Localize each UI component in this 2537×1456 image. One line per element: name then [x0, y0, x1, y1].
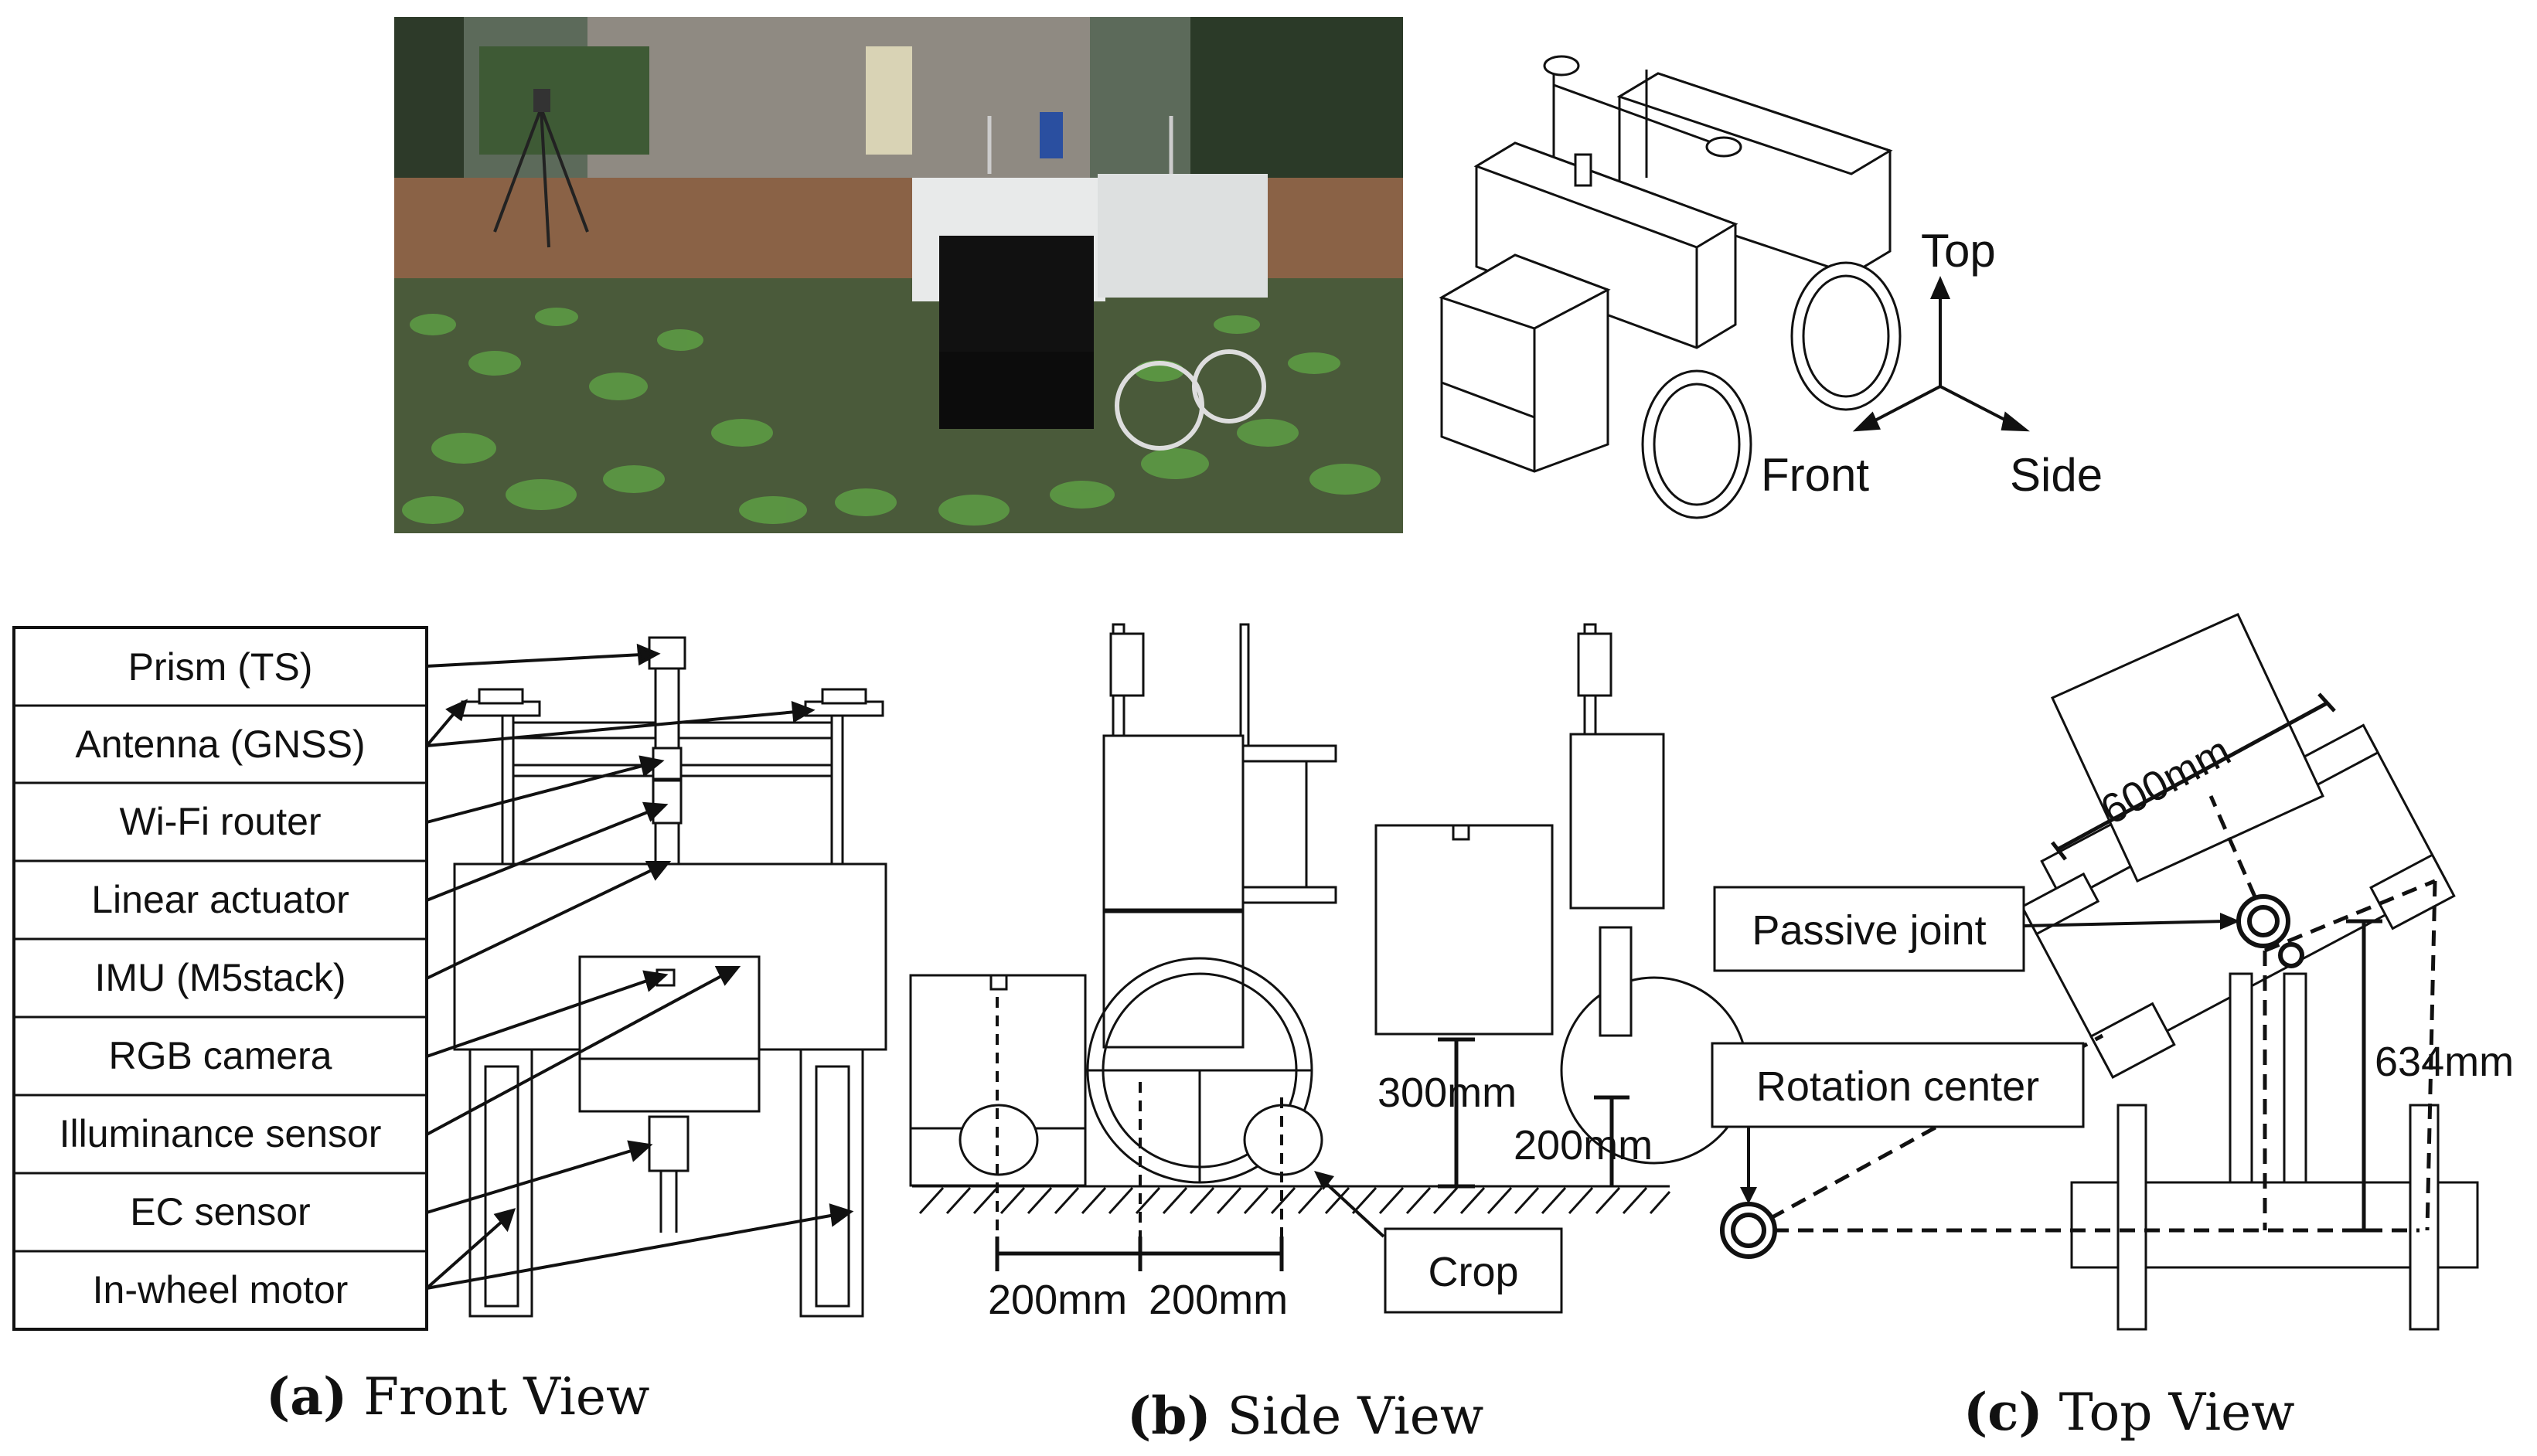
top-view-drawing [2020, 613, 2479, 1331]
caption-c: (c) Top View [1963, 1382, 2295, 1442]
dim-200-right: 200mm [1149, 1277, 1288, 1323]
passive-joint-callout: Passive joint [1713, 886, 2240, 972]
caption-a-letter: (a) [266, 1366, 347, 1427]
side-view-ground [912, 1185, 1671, 1215]
caption-b-letter: (b) [1127, 1386, 1211, 1446]
front-view-drawing [453, 636, 887, 1318]
field-photo [394, 17, 1403, 533]
rotation-center-label: Rotation center [1756, 1063, 2039, 1110]
caption-a: (a) Front View [266, 1366, 649, 1427]
label-linear-actuator: Linear actuator [91, 878, 349, 921]
label-prism: Prism (TS) [128, 645, 313, 689]
rotation-center-icon [1720, 1202, 1777, 1259]
caption-c-text: Top View [2043, 1383, 2295, 1442]
caption-a-text: Front View [347, 1367, 649, 1427]
top-view-dimensions [2051, 692, 2382, 1233]
label-rgb-camera: RGB camera [109, 1034, 332, 1077]
label-ec-sensor: EC sensor [130, 1190, 310, 1233]
rotation-center-callout: Rotation center [1711, 1042, 2085, 1204]
label-in-wheel-motor: In-wheel motor [93, 1268, 349, 1311]
crop-label: Crop [1428, 1249, 1518, 1295]
caption-b-text: Side View [1211, 1386, 1484, 1446]
dim-300: 300mm [1377, 1070, 1517, 1116]
isometric-robot-drawing [1439, 55, 1902, 519]
crop-callout: Crop [1314, 1171, 1563, 1314]
dim-200-left: 200mm [988, 1277, 1127, 1323]
passive-joint-label: Passive joint [1752, 907, 1986, 954]
axis-label-top: Top [1921, 225, 1996, 277]
caption-c-letter: (c) [1963, 1382, 2043, 1442]
dim-634: 634mm [2375, 1039, 2514, 1085]
front-view-label-table: Prism (TS) Antenna (GNSS) Wi-Fi router L… [12, 626, 428, 1331]
axis-label-side: Side [2010, 449, 2103, 501]
caption-b: (b) Side View [1127, 1386, 1483, 1446]
axis-label-front: Front [1761, 449, 1869, 501]
label-wifi-router: Wi-Fi router [119, 800, 321, 843]
axes-triad [1852, 275, 2030, 432]
label-imu: IMU (M5stack) [95, 956, 346, 999]
label-antenna: Antenna (GNSS) [75, 723, 365, 766]
side-view-dimensions [995, 997, 1629, 1271]
side-view-drawing [909, 623, 1749, 1187]
label-illuminance-sensor: Illuminance sensor [60, 1112, 382, 1155]
dim-200-sensor: 200mm [1514, 1122, 1653, 1169]
passive-joint-icon [2236, 894, 2304, 968]
front-view-leader-lines [425, 643, 854, 1290]
